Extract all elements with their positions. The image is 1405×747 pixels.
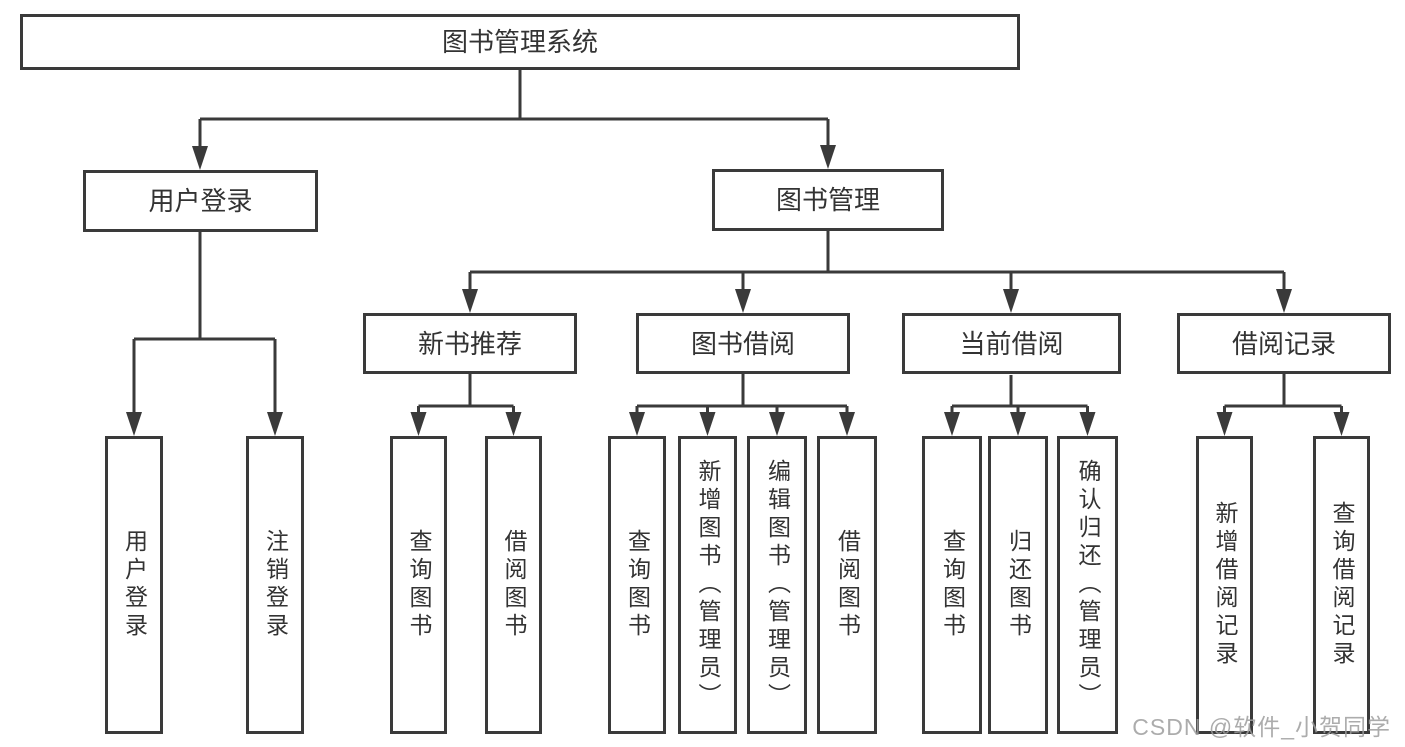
node-add-book-admin: 新增图书（管理员）	[678, 436, 737, 734]
node-query-borrow-record: 查询借阅记录	[1313, 436, 1370, 734]
node-user-login-action: 用户登录	[105, 436, 163, 734]
node-library-management-system: 图书管理系统	[20, 14, 1020, 70]
node-new-book-recommendation: 新书推荐	[363, 313, 577, 374]
node-book-borrowing: 图书借阅	[636, 313, 850, 374]
node-borrow-books-action: 借阅图书	[817, 436, 877, 734]
node-return-book: 归还图书	[988, 436, 1048, 734]
node-edit-book-admin: 编辑图书（管理员）	[747, 436, 807, 734]
node-current-borrowing: 当前借阅	[902, 313, 1121, 374]
node-user-login: 用户登录	[83, 170, 318, 232]
node-book-management: 图书管理	[712, 169, 944, 231]
node-confirm-return-admin: 确认归还（管理员）	[1057, 436, 1118, 734]
node-query-books-current: 查询图书	[922, 436, 982, 734]
node-query-books-recommend: 查询图书	[390, 436, 447, 734]
node-borrowing-records: 借阅记录	[1177, 313, 1391, 374]
node-query-books-borrowing: 查询图书	[608, 436, 666, 734]
watermark: CSDN @软件_小贺同学	[1132, 714, 1391, 740]
node-add-borrow-record: 新增借阅记录	[1196, 436, 1253, 734]
node-logout-action: 注销登录	[246, 436, 304, 734]
node-borrow-books-recommend: 借阅图书	[485, 436, 542, 734]
